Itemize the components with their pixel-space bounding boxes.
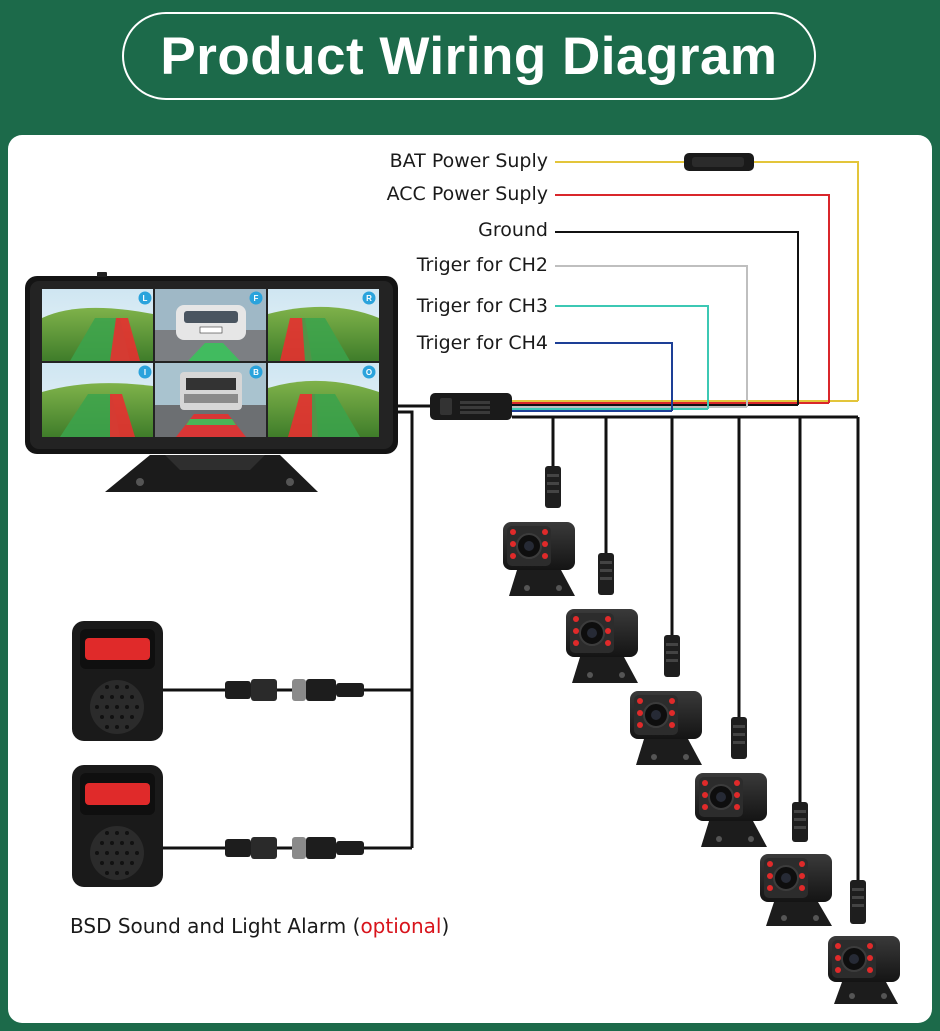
fuse-holder — [684, 153, 754, 171]
screen-tile-right: R — [268, 289, 379, 361]
tile-badge-i-letter: I — [144, 368, 146, 377]
camera-1-plug — [545, 466, 561, 508]
tile-badge-i — [138, 365, 152, 379]
bsd-caption: BSD Sound and Light Alarm (optional) — [70, 914, 449, 938]
camera-3-plug — [664, 635, 680, 677]
tile-badge-f — [249, 291, 263, 305]
bsd-alarm-1-light — [85, 638, 150, 660]
wire-label-acc: ACC Power Suply — [386, 183, 548, 205]
camera-drops — [551, 417, 860, 880]
camera-6-plug — [850, 880, 866, 924]
wire-label-ch4: Triger for CH4 — [416, 332, 548, 354]
wire-ch4 — [555, 342, 673, 411]
wire-acc — [555, 194, 830, 403]
screen-tile-outer: O — [268, 363, 379, 437]
wire-bat — [555, 161, 859, 401]
title-banner: Product Wiring Diagram — [122, 12, 816, 100]
bsd-alarm-1 — [72, 621, 163, 741]
tile-badge-r — [362, 291, 376, 305]
bsd-connector-pair-2 — [225, 837, 364, 859]
tile-badge-b — [249, 365, 263, 379]
wire-label-ground: Ground — [478, 219, 548, 241]
tile-badge-l — [138, 291, 152, 305]
tile-badge-l-letter: L — [143, 294, 148, 303]
screen-tile-front: F — [155, 289, 266, 361]
camera-4-plug — [731, 717, 747, 759]
bsd-alarm-2 — [72, 765, 163, 887]
bsd-wiring — [163, 410, 414, 859]
tile-badge-o — [362, 365, 376, 379]
camera-5 — [760, 802, 832, 926]
monitor-screen: L F R — [42, 289, 379, 437]
wire-label-ch3: Triger for CH3 — [416, 295, 548, 317]
camera-1 — [503, 466, 575, 596]
wire-label-bat: BAT Power Suply — [389, 150, 548, 172]
bsd-caption-open-paren: ( — [352, 914, 361, 938]
wire-label-ch2: Triger for CH2 — [416, 254, 548, 276]
bsd-connector-pair-1 — [225, 679, 364, 701]
wire-ground — [555, 231, 799, 405]
camera-5-plug — [792, 802, 808, 842]
input-wires — [555, 153, 859, 411]
bsd-caption-optional: optional — [360, 914, 442, 938]
tile-badge-f-letter: F — [254, 294, 259, 303]
screen-tile-back: B — [155, 363, 266, 437]
monitor-stand — [105, 455, 318, 492]
camera-2 — [566, 553, 638, 683]
wire-ch3 — [555, 305, 709, 409]
bsd-alarm-2-light — [85, 783, 150, 805]
tile-badge-o-letter: O — [366, 368, 372, 377]
tile-badge-r-letter: R — [366, 294, 372, 303]
bsd-caption-close-paren: ) — [441, 914, 450, 938]
camera-4 — [695, 717, 767, 847]
bsd-caption-main: BSD Sound and Light Alarm — [70, 914, 347, 938]
monitor: L F R — [25, 272, 398, 492]
camera-2-plug — [598, 553, 614, 595]
tile-badge-b-letter: B — [253, 368, 259, 377]
screen-tile-left: L — [42, 289, 153, 361]
page-title: Product Wiring Diagram — [160, 26, 778, 86]
main-harness — [398, 393, 858, 420]
screen-tile-inner: I — [42, 363, 153, 437]
camera-6 — [828, 880, 900, 1004]
camera-3 — [630, 635, 702, 765]
wire-ch2 — [555, 265, 748, 407]
